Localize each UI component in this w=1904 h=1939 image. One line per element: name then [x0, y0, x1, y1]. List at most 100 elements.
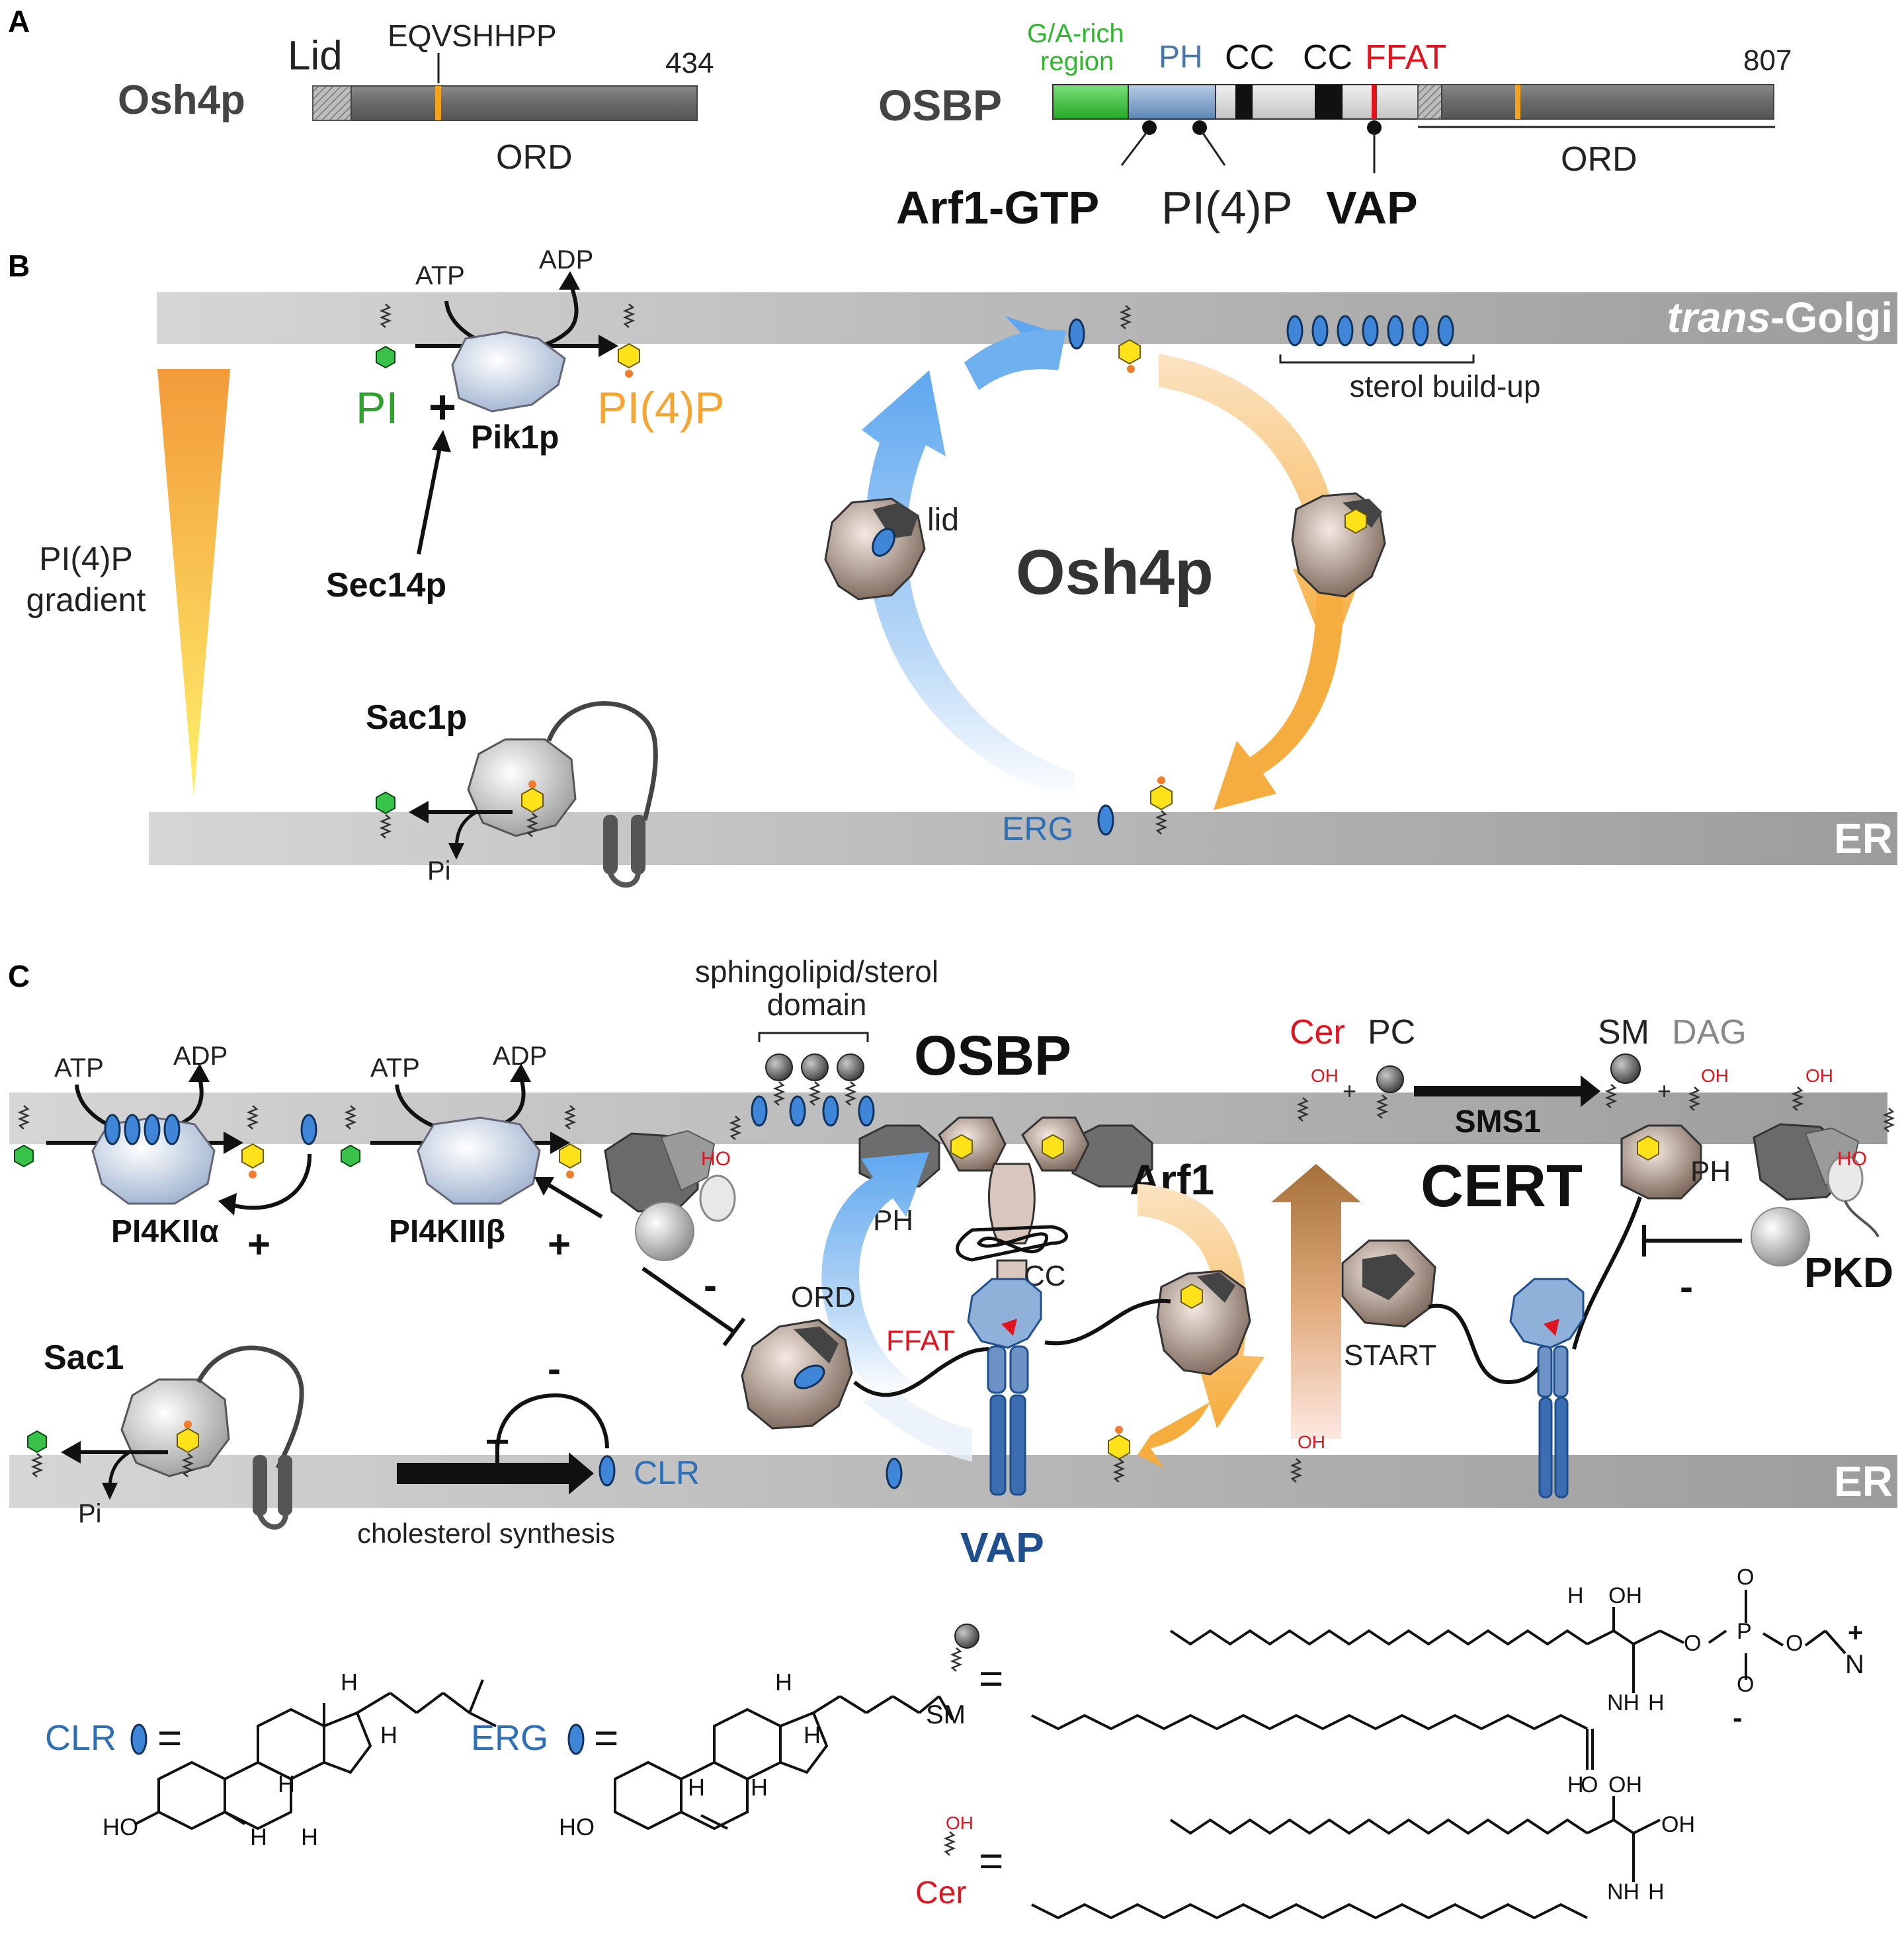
ga-rich-segment: [1052, 84, 1129, 120]
panel-label-b: B: [8, 249, 30, 283]
oh-label-dag1: OH: [1701, 1065, 1729, 1086]
sm-o1: O: [1684, 1631, 1701, 1656]
clr-structure: CLR = HO H H H H: [45, 1669, 497, 1850]
cer-h: H: [1567, 1772, 1584, 1797]
er-membrane-c: [9, 1455, 1897, 1508]
sphingo-label-line2: domain: [767, 987, 867, 1022]
cer-equals: =: [979, 1837, 1003, 1885]
erg-label: ERG: [1002, 810, 1073, 847]
atp-label-c2: ATP: [370, 1053, 420, 1083]
chemical-structures: CLR = HO H H H H: [45, 1565, 1864, 1920]
plus-label-b: +: [429, 381, 456, 434]
gradient-label-line2: gradient: [26, 581, 146, 618]
clr-label-c: CLR: [634, 1454, 700, 1491]
clr-skeleton: [135, 1679, 497, 1831]
sac1p-label: Sac1p: [366, 698, 467, 737]
pi-label-b: PI: [356, 383, 398, 433]
sm-p: P: [1737, 1619, 1752, 1644]
atp-label-b: ATP: [415, 261, 465, 290]
cert-complex: PH START: [1341, 1124, 1731, 1385]
panel-label-a: A: [8, 4, 30, 38]
panel-b: B trans-Golgi ER PI(4)P gradient ATP ADP…: [8, 245, 1897, 888]
cc1-segment: [1235, 85, 1253, 119]
osbp-domain-map: OSBP G/A-rich region PH CC CC FFAT 807 O…: [878, 19, 1792, 233]
dag-label-c: DAG: [1672, 1013, 1747, 1052]
ga-region-line2: region: [1040, 47, 1114, 76]
minus-right: -: [1680, 1264, 1693, 1309]
osbp-pi4p-arrow: [1138, 1184, 1264, 1428]
osh4p-domain-map: Osh4p Lid EQVSHHPP 434 ORD: [118, 19, 714, 177]
ho-label-pkd1: HO: [701, 1148, 731, 1170]
sac1p-reaction: Sac1p Pi: [366, 698, 658, 888]
sm-o5: O: [1581, 1772, 1598, 1797]
adp-label-b: ADP: [539, 245, 593, 274]
osh4p-lid-label: Lid: [288, 33, 343, 79]
osbp-lid-segment: [1417, 84, 1442, 120]
pi4p-binder-label: PI(4)P: [1161, 182, 1292, 233]
pkd-left: HO: [604, 1115, 741, 1261]
sm-minus: -: [1733, 1702, 1743, 1734]
sm-o2: O: [1737, 1565, 1754, 1590]
osbp-label-c: OSBP: [914, 1024, 1071, 1087]
sm-oh: OH: [1608, 1583, 1642, 1608]
osbp-ord-bar: [1441, 84, 1774, 120]
pik1p-reaction: ATP ADP PI + Pik1p PI(4)P Sec14p: [326, 245, 725, 604]
pi4kiiib-reaction: ATP ADP PI4KIIIβ +: [341, 1042, 603, 1266]
pi4kiiib-plus: +: [548, 1222, 571, 1266]
osh4p-length: 434: [665, 47, 714, 79]
cc2-label: CC: [1303, 38, 1352, 77]
minus-feedback: -: [548, 1346, 561, 1391]
sms1-reaction: Cer PC SM DAG OH + SMS1 + OH OH: [1290, 1013, 1833, 1139]
adp-label-c1: ADP: [173, 1042, 228, 1071]
erg-h2: H: [804, 1721, 821, 1749]
pi4kiia-reaction: ATP ADP PI4KIIα +: [14, 1042, 317, 1266]
sm-o4: O: [1786, 1631, 1803, 1656]
lid-label: lid: [927, 503, 959, 538]
osbp-name: OSBP: [878, 81, 1002, 130]
cer-oh1: OH: [1608, 1772, 1642, 1797]
arf1-gtp-label: Arf1-GTP: [896, 182, 1099, 233]
adp-label-c2: ADP: [493, 1042, 547, 1071]
osbp-ord-label: ORD: [1561, 140, 1637, 179]
cer-label-c: Cer: [1290, 1013, 1345, 1052]
sm-legend-label: SM: [926, 1700, 966, 1729]
vap-label-c: VAP: [960, 1524, 1044, 1571]
clr-legend-label: CLR: [45, 1718, 116, 1758]
sm-structure: SM = H OH O O P O - O N: [926, 1565, 1864, 1797]
pi-release-label-c: Pi: [78, 1499, 102, 1528]
clr-h5: H: [301, 1823, 318, 1850]
pi4kiiib-label: PI4KIIIβ: [389, 1214, 505, 1249]
cholesterol-synthesis: CLR cholesterol synthesis -: [357, 1346, 700, 1549]
pi4p-gradient-triangle: [157, 369, 230, 797]
ffat-segment: [1372, 85, 1377, 119]
erg-h4: H: [751, 1774, 768, 1801]
sm-nh: NH: [1607, 1690, 1639, 1715]
ffat-label: FFAT: [1365, 38, 1446, 77]
er-membrane-b: [149, 812, 1897, 865]
sm-equals: =: [979, 1655, 1003, 1702]
cer-legend-label: Cer: [915, 1876, 966, 1911]
pc-label-c: PC: [1368, 1013, 1415, 1052]
osh4p-pi4p-bound: [1291, 492, 1386, 598]
vap-osbp: [967, 1278, 1042, 1496]
panel-label-c: C: [8, 959, 30, 993]
sm-label-c: SM: [1598, 1013, 1649, 1052]
pi4p-transfer-arrow-lower: [1214, 575, 1344, 810]
erg-ho: HO: [559, 1813, 595, 1840]
clr-h2: H: [380, 1721, 397, 1749]
sterol-transfer-arrow: [862, 370, 1075, 800]
ord-label-c: ORD: [791, 1281, 856, 1313]
golgi-label: trans-Golgi: [1667, 294, 1893, 341]
osh4p-ord-bar: [351, 85, 698, 121]
chol-synth-label: cholesterol synthesis: [357, 1518, 615, 1549]
pkd-right: HO - PKD: [1642, 1107, 1894, 1309]
atp-label-c1: ATP: [54, 1053, 104, 1083]
osh4p-motif-label: EQVSHHPP: [388, 19, 557, 53]
sm-plus: +: [1848, 1618, 1863, 1647]
osh4p-motif-segment: [435, 86, 441, 120]
cer-oh-icon: OH: [946, 1813, 973, 1833]
clr-h1: H: [341, 1669, 358, 1696]
osh4p-lid-segment: [312, 85, 352, 121]
clr-ho: HO: [103, 1813, 138, 1840]
